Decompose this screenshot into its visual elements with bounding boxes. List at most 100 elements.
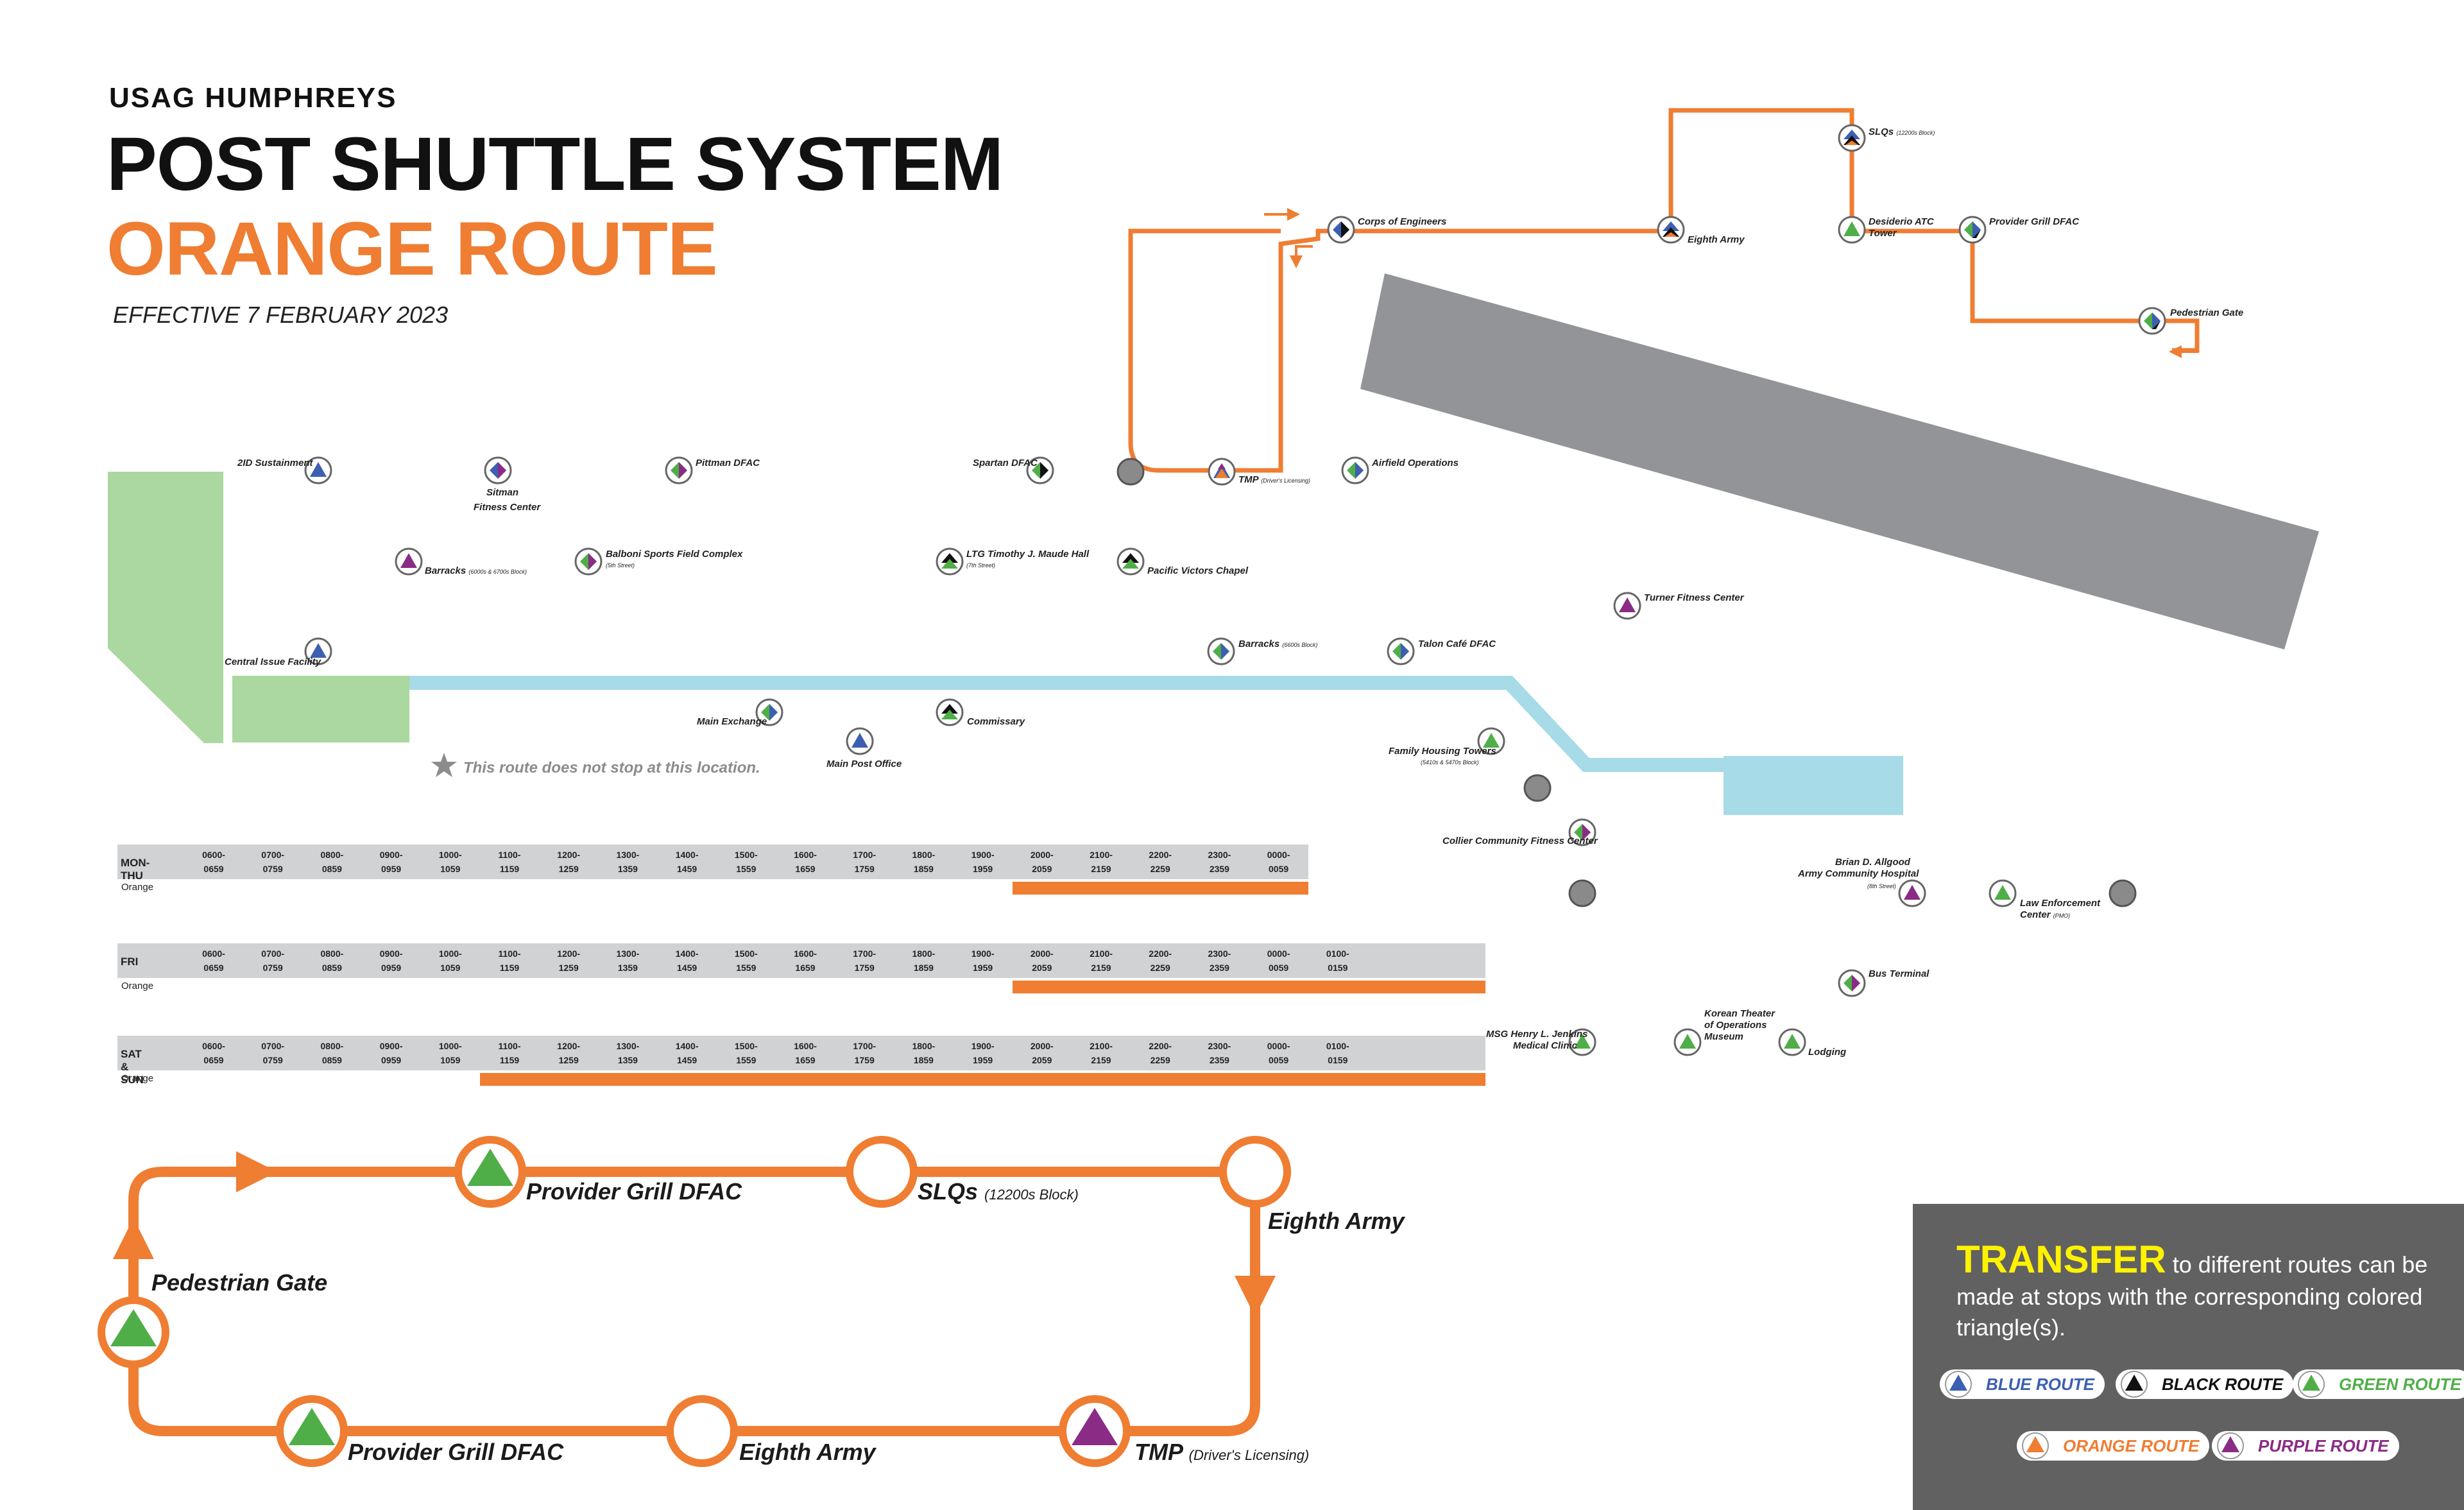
gray-stops: [1116, 458, 2137, 907]
slot-end: 1059: [440, 864, 461, 874]
label-sitman: Sitman: [486, 487, 519, 498]
schedule-day-label: SAT & SUN: [121, 1048, 144, 1086]
label-barracks-6000-name: Barracks: [425, 565, 466, 576]
slot-start: 1800-: [912, 850, 936, 860]
schedule-time-slot: 0600-0659: [184, 848, 243, 876]
label-tmp: TMP (Driver's Licensing): [1238, 475, 1310, 485]
schedule-time-slot: 1200-1259: [539, 947, 598, 975]
schedule-time-slot: 1000-1059: [421, 848, 480, 876]
slot-start: 1800-: [912, 1041, 936, 1051]
slot-start: 0000-: [1267, 948, 1290, 959]
label-jenkins-1: MSG Henry L. Jenkins: [1486, 1029, 1588, 1040]
label-barracks-6600: Barracks (6600s Block): [1238, 639, 1317, 649]
slot-start: 0100-: [1326, 1041, 1349, 1051]
slot-start: 1000-: [438, 948, 462, 959]
slot-start: 0600-: [202, 1041, 225, 1051]
label-maude: LTG Timothy J. Maude Hall(7th Street): [966, 549, 1089, 570]
stop-marker-slqs: [1838, 124, 1866, 152]
schedule-time-slot: 0100-0159: [1308, 1039, 1367, 1067]
schedule-time-slot: 0600-0659: [184, 947, 243, 975]
schedule-time-slot: 1000-1059: [421, 947, 480, 975]
slot-end: 1159: [499, 1055, 520, 1065]
schedule-time-slot: 0600-0659: [184, 1039, 243, 1067]
label-slqs: SLQs (12200s Block): [1869, 127, 1935, 137]
schedule-time-slot: 1400-1459: [658, 848, 717, 876]
label-barracks-6600-name: Barracks: [1238, 639, 1280, 649]
runway: [1360, 273, 2319, 649]
schedule-time-slot: 1900-1959: [954, 1039, 1013, 1067]
diagram-route-line: [128, 1167, 1260, 1436]
diagram-label-slqs-sub: (12200s Block): [984, 1187, 1079, 1203]
slot-start: 1900-: [971, 850, 995, 860]
diagram-stop-eighth-army-bottom: [666, 1395, 738, 1467]
slot-start: 0000-: [1267, 850, 1290, 860]
slot-end: 1959: [973, 1055, 993, 1065]
schedule-time-slot: 1900-1959: [954, 947, 1013, 975]
schedule-route-label: Orange: [121, 981, 154, 991]
diagram-label-slqs: SLQs (12200s Block): [918, 1178, 1079, 1205]
schedule-time-slot: 1500-1559: [717, 947, 776, 975]
slot-end: 2059: [1032, 1055, 1052, 1065]
label-family-towers: Family Housing Towers(5410s & 5470s Bloc…: [1389, 746, 1496, 767]
slot-start: 2100-: [1090, 948, 1113, 959]
slot-end: 1859: [913, 864, 934, 874]
schedule-time-slot: 2200-2259: [1131, 947, 1190, 975]
stop-marker-commissary: [936, 698, 964, 726]
black-triangle-icon: [2121, 1371, 2148, 1398]
slot-end: 1159: [499, 963, 520, 973]
legend-green-label: GREEN ROUTE: [2339, 1375, 2461, 1394]
stop-marker-lodging: [1778, 1028, 1806, 1056]
diagram-label-slqs-name: SLQs: [918, 1178, 979, 1205]
direction-arrow-down: [1290, 245, 1313, 268]
stop-marker-pittman: [665, 456, 693, 485]
slot-end: 0159: [1328, 963, 1348, 973]
schedule-time-slot: 2000-2059: [1013, 848, 1072, 876]
diagram-label-ped-gate: Pedestrian Gate: [151, 1269, 328, 1296]
schedule-header-bar: [117, 845, 1308, 879]
effective-date: EFFECTIVE 7 FEBRUARY 2023: [113, 302, 449, 328]
label-cif: Central Issue Facility: [225, 656, 321, 667]
slot-start: 0700-: [261, 1041, 285, 1051]
slot-start: 1400-: [675, 850, 699, 860]
schedule-time-slot: 0700-0759: [243, 947, 302, 975]
slot-end: 1459: [677, 963, 697, 973]
label-balboni: Balboni Sports Field Complex(5th Street): [606, 549, 742, 570]
stop-marker-sitman: [484, 456, 512, 485]
slot-end: 2159: [1091, 864, 1111, 874]
slot-start: 1500-: [734, 850, 758, 860]
stop-marker-provider: [1958, 216, 1987, 244]
slot-end: 0959: [381, 963, 402, 973]
diagram-stop-eighth-army-top: [1219, 1136, 1291, 1208]
slot-start: 2200-: [1149, 948, 1172, 959]
slot-start: 0000-: [1267, 1041, 1290, 1051]
slot-end: 1259: [558, 864, 579, 874]
diagram-label-eighth-army-top: Eighth Army: [1268, 1208, 1405, 1234]
diagram-label-tmp-name: TMP: [1134, 1439, 1183, 1465]
label-family-towers-sub: (5410s & 5470s Block): [1421, 759, 1479, 766]
slot-end: 1359: [617, 963, 638, 973]
stop-marker-hospital: [1898, 879, 1926, 907]
label-ped-gate: Pedestrian Gate: [2170, 307, 2244, 318]
label-2id: 2ID Sustainment: [237, 458, 313, 468]
slot-start: 1500-: [734, 1041, 758, 1051]
slot-end: 0059: [1269, 864, 1289, 874]
slot-start: 1700-: [853, 850, 877, 860]
non-stop-marker: [2109, 879, 2137, 907]
slot-end: 2359: [1209, 1055, 1229, 1065]
schedule-time-slot: 1600-1659: [776, 848, 835, 876]
schedule-time-slot: 2100-2159: [1072, 848, 1131, 876]
label-lodging: Lodging: [1808, 1047, 1847, 1058]
diagram-stop-provider-bottom: [276, 1395, 348, 1467]
label-commissary: Commissary: [967, 716, 1025, 727]
label-exchange: Main Exchange: [697, 716, 767, 727]
slot-start: 1200-: [557, 948, 581, 959]
legend-black-label: BLACK ROUTE: [2162, 1375, 2284, 1394]
diagram-label-tmp-sub: (Driver's Licensing): [1188, 1447, 1310, 1463]
green-field-cif: [232, 676, 409, 742]
slot-end: 0959: [381, 864, 402, 874]
stop-marker-eighth-army: [1657, 216, 1685, 244]
diagram-label-eighth-army-bottom: Eighth Army: [739, 1439, 876, 1465]
label-hospital-1: Brian D. Allgood: [1835, 857, 1910, 868]
stop-marker-bus-terminal: [1838, 969, 1866, 997]
schedule-header-bar: [117, 943, 1486, 978]
